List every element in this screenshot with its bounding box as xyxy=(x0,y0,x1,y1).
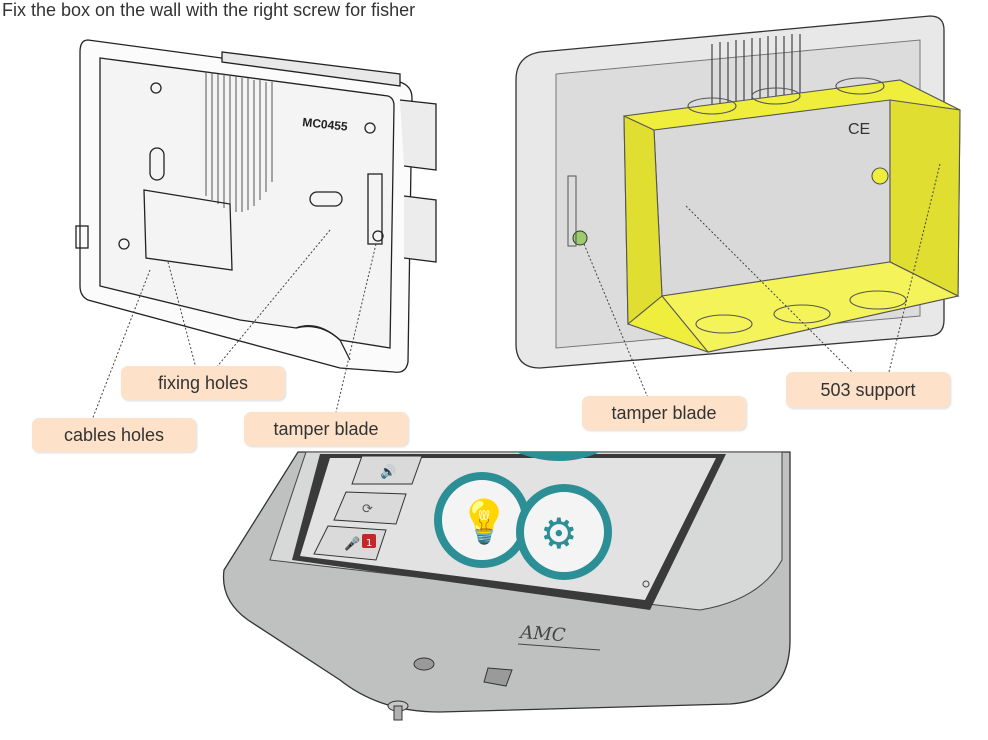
notification-badge xyxy=(362,534,376,548)
brand-logo: AMC xyxy=(518,622,567,646)
right-leader-lines xyxy=(583,163,941,399)
callout-tamper-blade-left: tamper blade xyxy=(244,412,408,446)
device-diagram: 🔊 ⟳ 🎤 1 💡 ⚙ AMC xyxy=(222,451,791,721)
badge-count: 1 xyxy=(366,538,372,549)
svg-text:CE: CE xyxy=(848,121,870,138)
callout-cables-holes: cables holes xyxy=(32,418,196,452)
speaker-icon: 🔊 xyxy=(380,463,396,480)
support-box-diagram: CE xyxy=(515,15,961,369)
microphone-icon: 🎤 xyxy=(344,535,360,552)
side-buttons: 🔊 ⟳ 🎤 1 xyxy=(313,455,423,561)
model-label: MC0455 xyxy=(302,115,349,134)
callout-fixing-holes: fixing holes xyxy=(121,366,285,400)
gear-icon: ⚙ xyxy=(540,509,578,558)
screw-icon xyxy=(387,700,409,721)
left-leader-lines xyxy=(91,229,377,421)
callout-503-support: 503 support xyxy=(786,372,950,408)
yellow-support xyxy=(623,77,961,353)
lightbulb-icon: 💡 xyxy=(458,497,510,546)
instruction-text: Fix the box on the wall with the right s… xyxy=(2,0,416,20)
callout-tamper-blade-right: tamper blade xyxy=(582,396,746,430)
back-box-diagram xyxy=(75,39,437,373)
settings-button xyxy=(516,484,612,580)
clock-icon: ⟳ xyxy=(362,502,373,517)
